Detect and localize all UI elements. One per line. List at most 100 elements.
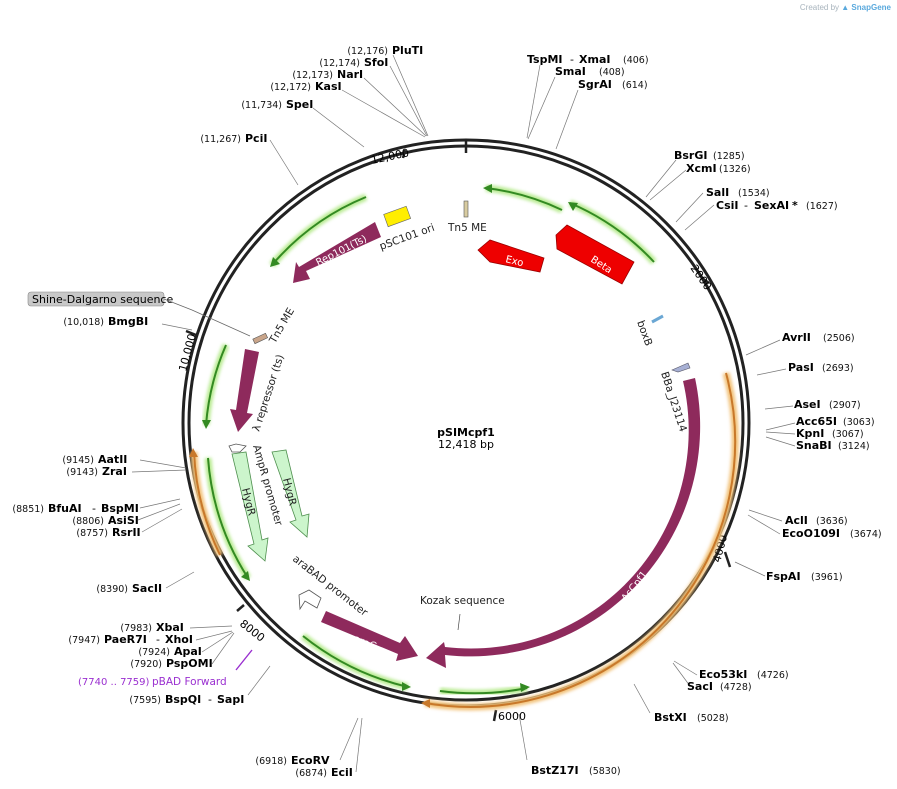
shine-dalgarno-leader [163,298,251,337]
leader-xbai [189,625,233,629]
tn5-me-left-box [252,332,269,345]
aatii-pos: (9145) [62,455,94,466]
leader-spei [312,107,365,148]
apai-pos: (7924) [138,647,170,658]
boxb-marker [651,314,664,324]
ascpf1-outer-arrowhead [421,699,430,708]
arac-arrow [321,611,418,661]
sali-pos: (1534) [738,188,770,199]
sexai-label: SexAI [754,199,789,212]
leader-bstz17i [518,713,528,761]
xhoi-label: XhoI [165,633,193,646]
leader-rsrii [141,508,183,533]
exo-label: Exo [504,254,524,269]
sali-label: SalI [706,186,729,199]
rsrii-label: RsrII [112,526,141,539]
leader-bmgbi [161,323,193,331]
bottom-green-arrowhead-2 [520,683,530,692]
tick-12000 [401,149,407,159]
sacii-pos: (8390) [96,584,128,595]
bfuai-pos: (8851) [12,504,44,515]
bstz17i-label: BstZ17I [531,764,579,777]
bsrgi-pos: (1285) [713,151,745,162]
smai-pos: (408) [599,67,625,78]
tspmi-pos: (406) [623,55,649,66]
leader-paer7i [195,630,233,641]
kpni-pos: (3067) [832,429,864,440]
left-orange-arc [193,451,221,556]
bspmi-label: BspMI [101,502,139,515]
leader-xcmi [649,169,687,201]
csii-pos: (1627) [806,201,838,212]
ampr-promoter-arrow [228,443,247,453]
xcmi-label: XcmI [686,162,717,175]
acc65i-pos: (3063) [843,417,875,428]
beta-arrow [555,224,635,285]
bstz17i-pos: (5830) [589,766,621,777]
leader-pcii [269,139,299,186]
leader-sgrai [555,89,579,150]
psc101-ori-label: pSC101 ori [378,222,436,253]
leader-pasi [756,368,787,376]
leader-eco0109i [747,514,781,535]
bottom-green-arc-1 [302,635,409,688]
avrii-pos: (2506) [823,333,855,344]
upper-left-green-arc [271,196,367,266]
pbad-forward-range: (7740 .. 7759) [78,677,150,688]
left-green-arc [205,344,227,426]
left-green-arrowhead [202,420,211,429]
leader-aatii [139,459,187,469]
sfoi-pos: (12,174) [319,58,360,69]
csii-label: CsiI [716,199,738,212]
enzyme-leaders [131,54,796,773]
arabad-promoter-arrow [298,589,322,611]
spei-label: SpeI [286,98,313,111]
nari-label: NarI [337,68,363,81]
shine-dalgarno-label: Shine-Dalgarno sequence [32,293,173,306]
pasi-pos: (2693) [822,363,854,374]
arabad-promoter-label: araBAD promoter [290,553,370,619]
leader-apai [201,631,234,653]
leader-csii [684,204,715,231]
tick-4000 [723,551,732,568]
enzymes-top-left: (12,176) PluTI (12,174) SfoI (12,173) Na… [200,44,423,145]
leader-nari [363,77,427,137]
ecii-pos: (6874) [295,768,327,779]
top-green-arrowhead-1 [483,184,492,193]
saci-pos: (4728) [720,682,752,693]
hygr-label-1: HygR [239,487,257,517]
kozak-leader [457,613,461,631]
enzymes-left: (10,018) BmgBI (9145) AatII (9143) ZraI … [12,315,353,779]
pbad-forward-label: pBAD Forward [152,676,227,688]
tick-marks [185,141,732,722]
leader-bsrgi [645,159,677,198]
sfoi-label: SfoI [364,56,388,69]
leader-ecii [355,717,363,773]
leader-smai [527,76,556,140]
plasmid-name: pSIMcpf1 [437,426,495,439]
leader-fspai [734,561,766,577]
enzymes-right: BsrGI (1285) XcmI (1326) SalI (1534) Csi… [531,149,882,777]
left-green-glow [202,343,230,426]
bba-label: BBa_J23114 [658,370,689,434]
kasi-pos: (12,172) [270,82,311,93]
rsrii-pos: (8757) [76,528,108,539]
asei-label: AseI [794,398,821,411]
kpni-label: KpnI [796,427,824,440]
outer-arc-features [189,184,739,711]
ecoo109i-pos: (3674) [850,529,882,540]
bsrgi-label: BsrGI [674,149,707,162]
leader-pluti [392,54,429,137]
ecorv-pos: (6918) [255,756,287,767]
smai-label: SmaI [555,65,586,78]
tn5-me-top-label: Tn5 ME [447,222,487,234]
tspmi-sep: - [570,53,574,66]
tick-6000 [492,709,498,722]
credit-brand: SnapGene [851,3,891,12]
pcii-pos: (11,267) [200,134,241,145]
top-green-glow-1 [485,184,564,214]
tick-label-12000: 12,000 [370,146,410,167]
ecii-label: EciI [331,766,353,779]
tn5-me-left-label: Tn5 ME [267,306,297,346]
